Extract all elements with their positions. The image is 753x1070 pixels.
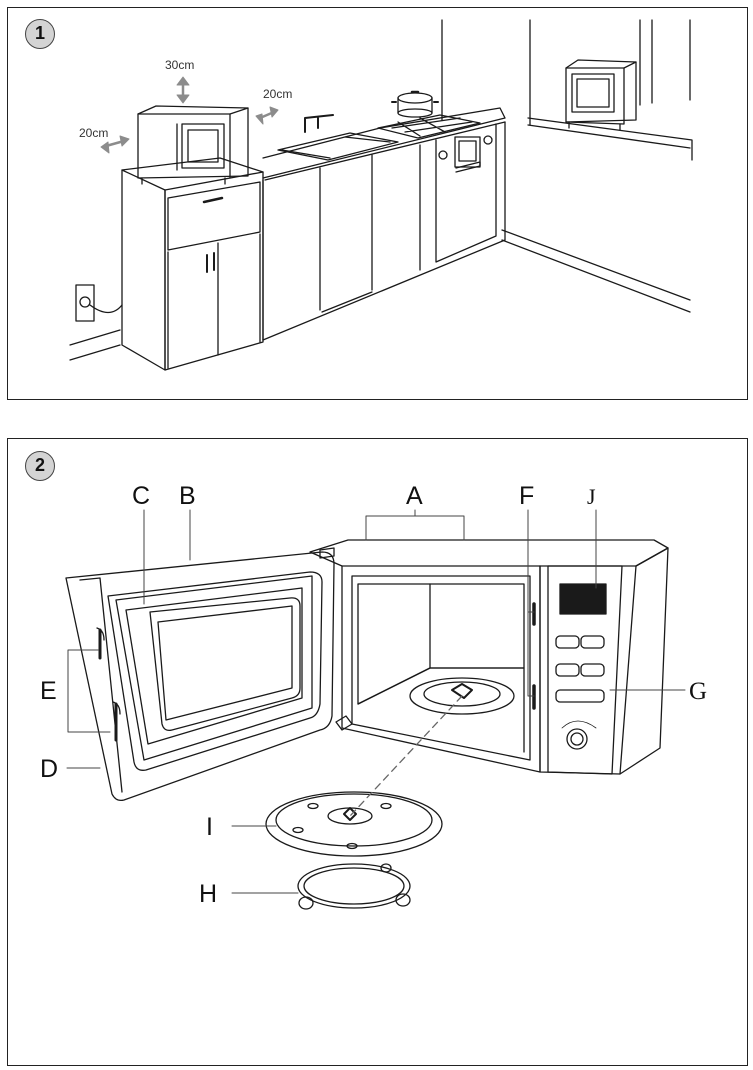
panel-number-badge: 2	[25, 451, 55, 481]
clearance-right-label: 20cm	[263, 87, 292, 101]
part-label-j: J	[587, 484, 596, 509]
left-cabinet	[121, 157, 264, 371]
microwave-body	[309, 539, 669, 775]
part-label-e: E	[40, 677, 57, 705]
part-label-i: I	[206, 813, 213, 841]
wall-outlet-icon	[75, 284, 123, 322]
part-label-f: F	[519, 482, 534, 510]
turntable-plate	[265, 791, 443, 857]
label-leader-lines	[66, 509, 686, 894]
kitchen-counter	[262, 107, 506, 341]
clearance-left-label: 20cm	[79, 126, 108, 140]
roller-ring	[297, 863, 411, 910]
arrow-left-right-icon	[100, 135, 130, 154]
part-label-g: G	[689, 678, 707, 705]
part-label-d: D	[40, 755, 58, 783]
clearance-top-label: 30cm	[165, 58, 194, 72]
window-microwave	[565, 59, 637, 131]
microwave-illustration: A B C D E F G H I J	[40, 482, 707, 910]
clearance-arrows	[100, 76, 279, 154]
panel-number-badge: 1	[25, 19, 55, 49]
arrow-up-down-icon	[176, 76, 190, 104]
part-label-h: H	[199, 880, 217, 908]
part-label-b: B	[179, 482, 196, 510]
microwave-parts-panel: 2	[7, 438, 748, 1066]
control-panel	[547, 565, 623, 775]
part-label-c: C	[132, 482, 150, 510]
part-label-a: A	[406, 482, 423, 510]
stove-with-pot	[377, 90, 481, 139]
kitchen-illustration: 30cm 20cm 20cm	[69, 19, 693, 371]
microwave-on-cabinet	[137, 105, 249, 185]
arrow-left-right-icon	[255, 106, 279, 125]
microwave-door	[65, 551, 335, 802]
part-labels: A B C D E F G H I J	[40, 482, 707, 908]
sink	[277, 114, 399, 161]
assembly-guide-line	[349, 695, 463, 817]
